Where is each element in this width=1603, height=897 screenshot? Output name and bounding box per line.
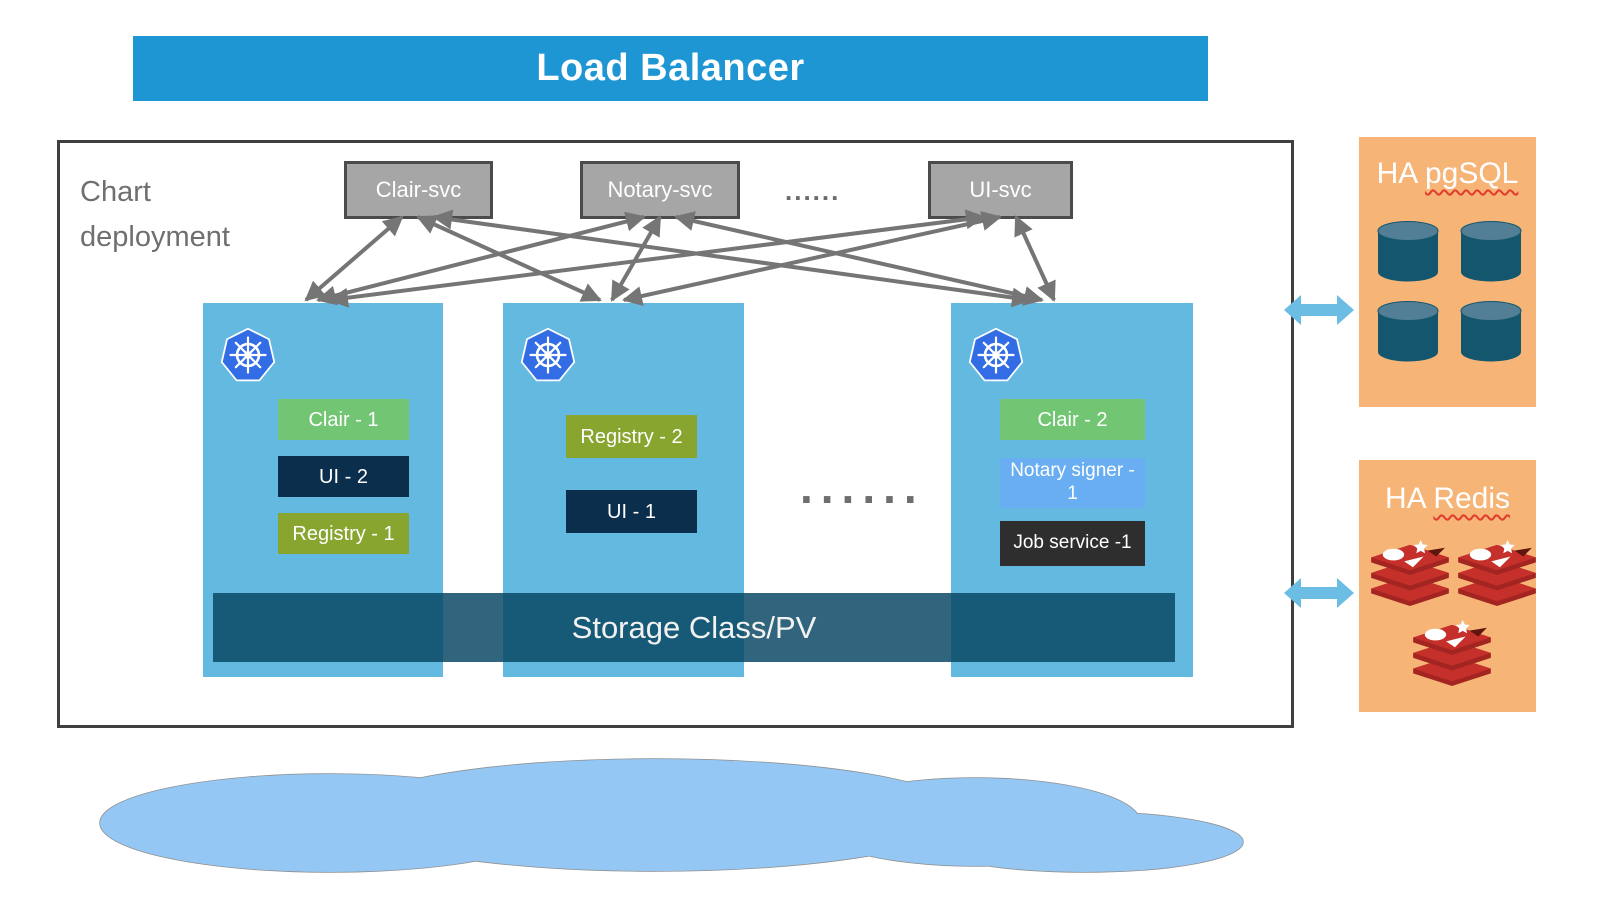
pod-stack: Clair - 1 UI - 2 Registry - 1: [278, 399, 409, 570]
service-box-notary-svc: Notary-svc: [580, 161, 740, 219]
pod-job-service-1: Job service -1: [1000, 521, 1145, 566]
redis-link-arrow: [1284, 578, 1354, 608]
ha-redis-title: HA Redis: [1359, 482, 1536, 516]
database-cylinder-icon: [1460, 301, 1522, 362]
ha-pgsql-box: HA pgSQL: [1359, 137, 1536, 407]
database-cylinder-icon: [1460, 221, 1522, 282]
pod-notary-signer-1: Notary signer - 1: [1000, 458, 1145, 508]
kubernetes-icon: [520, 327, 576, 382]
pgsql-link-arrow: [1284, 295, 1354, 325]
pod-clair-1: Clair - 1: [278, 399, 409, 440]
pod-clair-2: Clair - 2: [1000, 399, 1145, 440]
pod-label: Registry - 2: [580, 425, 683, 448]
load-balancer-label: Load Balancer: [536, 47, 805, 89]
pod-ui-2: UI - 2: [278, 456, 409, 497]
title-name: Redis: [1433, 482, 1511, 515]
pod-stack: Clair - 2 Notary signer - 1 Job service …: [1000, 399, 1145, 566]
pod-label: UI - 2: [319, 465, 368, 488]
service-label: Notary-svc: [607, 177, 713, 202]
ha-pgsql-title: HA pgSQL: [1359, 157, 1536, 191]
more-services-ellipsis: ......: [785, 176, 841, 206]
storage-class-pv-bar: Storage Class/PV: [213, 593, 1175, 662]
pod-label: Notary signer - 1: [1010, 460, 1135, 504]
database-cylinder-icon: [1377, 221, 1439, 282]
ha-redis-box: HA Redis: [1359, 460, 1536, 712]
redis-icon: [1458, 540, 1536, 607]
redis-icon: [1413, 620, 1491, 687]
pgsql-cluster-icons: [1375, 220, 1524, 364]
pod-label: Clair - 2: [1037, 408, 1108, 431]
pod-label: Registry - 1: [292, 522, 395, 545]
storage-class-pv-label: Storage Class/PV: [571, 609, 817, 645]
pod-label: UI - 1: [607, 500, 656, 523]
title-prefix: HA: [1376, 157, 1425, 190]
kubernetes-icon: [220, 327, 276, 382]
pod-registry-1: Registry - 1: [278, 513, 409, 554]
pod-label: Clair - 1: [308, 408, 379, 431]
chart-deployment-label: Chart deployment: [80, 176, 230, 253]
title-prefix: HA: [1384, 482, 1434, 515]
service-box-clair-svc: Clair-svc: [344, 161, 493, 219]
more-nodes-ellipsis: ......: [800, 461, 925, 513]
redis-icon: [1371, 540, 1449, 607]
service-box-ui-svc: UI-svc: [928, 161, 1073, 219]
service-label: Clair-svc: [375, 177, 462, 202]
pod-stack: Registry - 2 UI - 1: [566, 415, 697, 565]
pod-label: Job service -1: [1013, 532, 1132, 554]
pod-registry-2: Registry - 2: [566, 415, 697, 458]
service-label: UI-svc: [969, 177, 1032, 202]
load-balancer-banner: Load Balancer: [133, 36, 1208, 101]
pod-ui-1: UI - 1: [566, 490, 697, 533]
title-name: pgSQL: [1424, 157, 1519, 190]
database-cylinder-icon: [1377, 301, 1439, 362]
kubernetes-icon: [968, 327, 1024, 382]
